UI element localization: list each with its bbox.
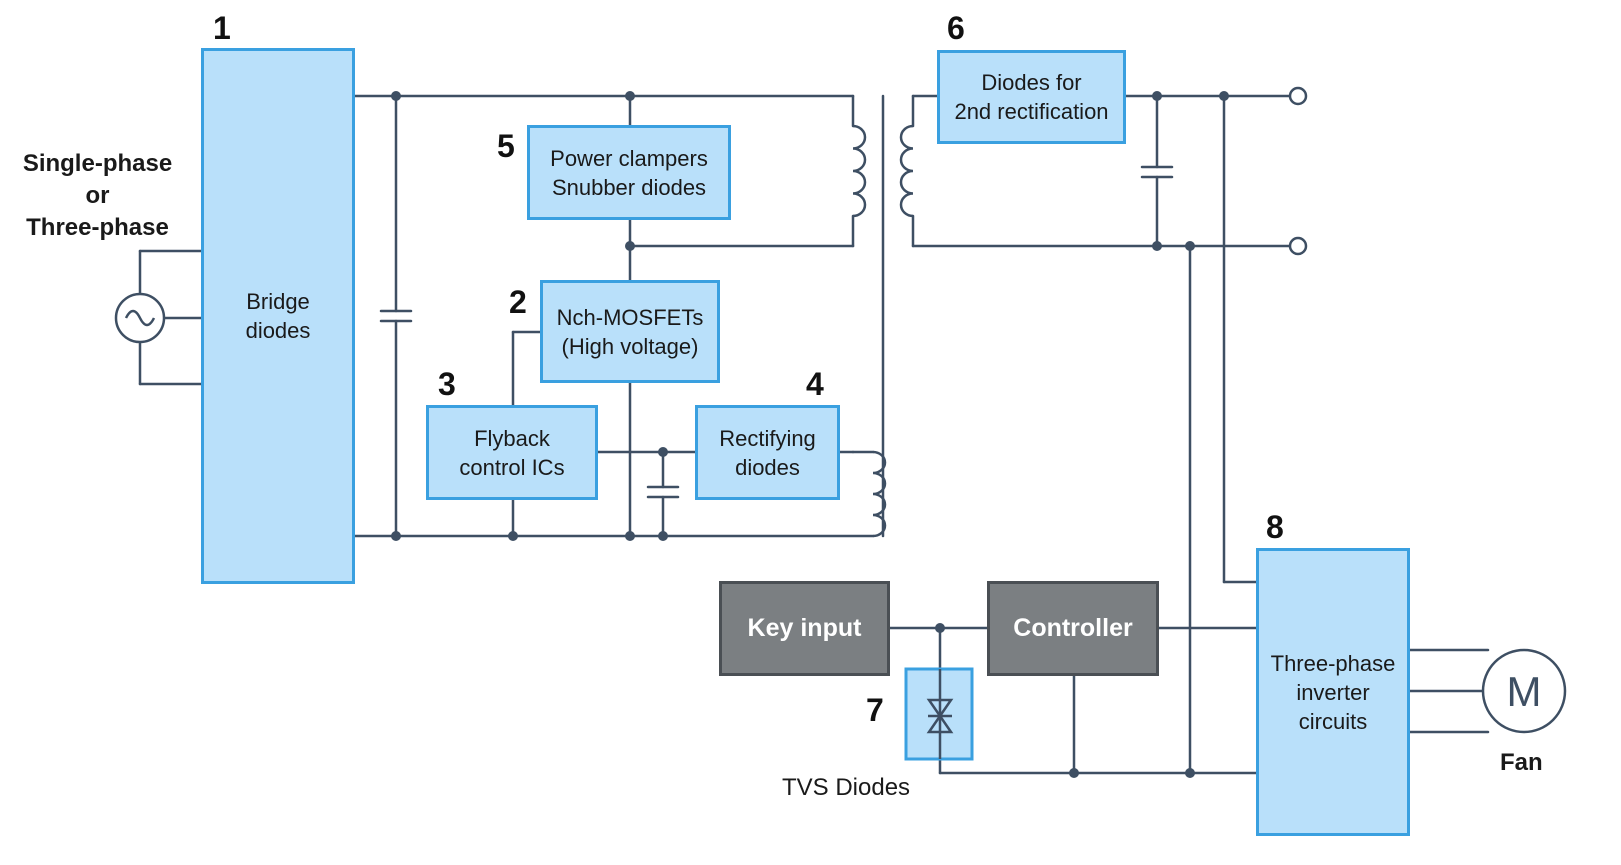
tvs-diodes-label: TVS Diodes: [782, 774, 911, 801]
input-label-line3: Three-phase: [26, 214, 169, 241]
tvs-diode-icon: [926, 669, 954, 759]
second-rectification-block: Diodes for 2nd rectification: [937, 50, 1126, 144]
inverter-line1: Three-phase: [1270, 650, 1396, 676]
block-number-3: 3: [438, 366, 456, 402]
flyback-line1: Flyback: [474, 425, 550, 451]
rectifying-line1: Rectifying: [719, 425, 816, 451]
output-terminals: [1288, 86, 1308, 256]
power-clampers-line2: Snubber diodes: [551, 174, 707, 200]
input-label-line1: Single-phase: [22, 150, 173, 177]
motor-icon: [1481, 648, 1567, 734]
bridge-diodes-block: Bridge diodes: [201, 48, 355, 584]
transformer-windings: [852, 124, 914, 538]
block-number-4: 4: [806, 366, 824, 402]
rectifying-line2: diodes: [735, 454, 800, 480]
junction-dots: [391, 91, 1229, 778]
key-input-block: Key input: [719, 581, 890, 676]
block-number-2: 2: [509, 284, 527, 320]
inverter-block: Three-phase inverter circuits: [1256, 548, 1410, 836]
block-number-5: 5: [497, 128, 515, 164]
block-number-7: 7: [866, 692, 884, 728]
mosfet-block: Nch-MOSFETs (High voltage): [540, 280, 720, 383]
block-number-6: 6: [947, 10, 965, 46]
input-label: Single-phase or Three-phase: [5, 148, 190, 244]
mosfet-line2: (High voltage): [561, 333, 699, 359]
rectifying-diodes-block: Rectifying diodes: [695, 405, 840, 500]
controller-block: Controller: [987, 581, 1159, 676]
power-clampers-line1: Power clampers: [550, 145, 708, 171]
ac-source-icon: [114, 292, 166, 344]
flyback-line2: control ICs: [459, 454, 565, 480]
flyback-ics-block: Flyback control ICs: [426, 405, 598, 500]
block-number-8: 8: [1266, 509, 1284, 545]
block-number-1: 1: [213, 10, 231, 46]
input-label-line2: or: [85, 182, 110, 209]
inverter-line2: inverter: [1296, 679, 1370, 705]
bridge-diodes-line1: Bridge: [246, 289, 310, 314]
fan-label: Fan: [1500, 749, 1543, 776]
second-rect-line2: 2nd rectification: [954, 99, 1109, 124]
second-rect-line1: Diodes for: [981, 70, 1082, 95]
mosfet-line1: Nch-MOSFETs: [556, 304, 704, 330]
bridge-diodes-line2: diodes: [245, 318, 311, 343]
inverter-line3: circuits: [1298, 708, 1368, 734]
motor-symbol: M: [1507, 668, 1542, 715]
power-clampers-block: Power clampers Snubber diodes: [527, 125, 731, 220]
